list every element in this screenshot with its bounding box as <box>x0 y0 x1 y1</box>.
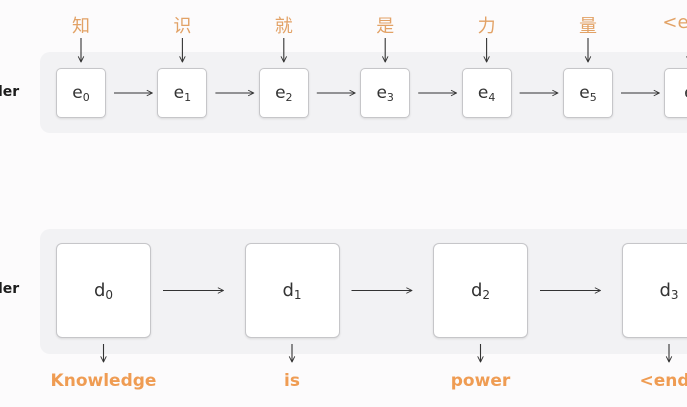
state-symbol: d <box>282 280 294 301</box>
decoder-label: ler <box>0 281 20 297</box>
encoder-input-token: 是 <box>376 16 395 37</box>
state-subscript: 1 <box>184 90 192 104</box>
state-subscript: 1 <box>293 287 302 302</box>
encoder-input-token: 就 <box>274 16 293 37</box>
state-subscript: 2 <box>285 90 293 104</box>
state-symbol: e <box>173 83 185 103</box>
state-subscript: 0 <box>105 287 114 302</box>
state-subscript: 4 <box>488 90 496 104</box>
state-symbol: d <box>470 280 483 301</box>
state-symbol: d <box>659 280 671 301</box>
decoder-output-token: <end> <box>639 371 687 391</box>
encoder-input-token: 量 <box>579 16 597 37</box>
state-subscript: 5 <box>589 90 597 104</box>
decoder-output-token: power <box>450 371 511 391</box>
state-subscript: 3 <box>386 90 394 104</box>
state-symbol: e <box>376 83 387 103</box>
encoder-input-token: 知 <box>72 16 90 37</box>
state-subscript: 3 <box>670 287 679 302</box>
encoder-input-token: 识 <box>173 16 192 37</box>
state-symbol: e <box>684 83 687 103</box>
state-subscript: 2 <box>482 287 491 302</box>
state-symbol: e <box>72 83 83 103</box>
decoder-output-token: is <box>284 371 300 391</box>
encoder-label: ler <box>0 84 20 100</box>
state-symbol: e <box>477 83 489 103</box>
state-subscript: 0 <box>82 90 90 104</box>
encoder-state-box: e <box>664 68 687 118</box>
encoder-input-token: <e <box>662 12 687 33</box>
state-symbol: e <box>275 83 286 103</box>
state-symbol: d <box>93 280 106 301</box>
state-symbol: e <box>579 83 590 103</box>
encoder-input-token: 力 <box>477 16 496 37</box>
decoder-output-token: Knowledge <box>50 371 157 391</box>
